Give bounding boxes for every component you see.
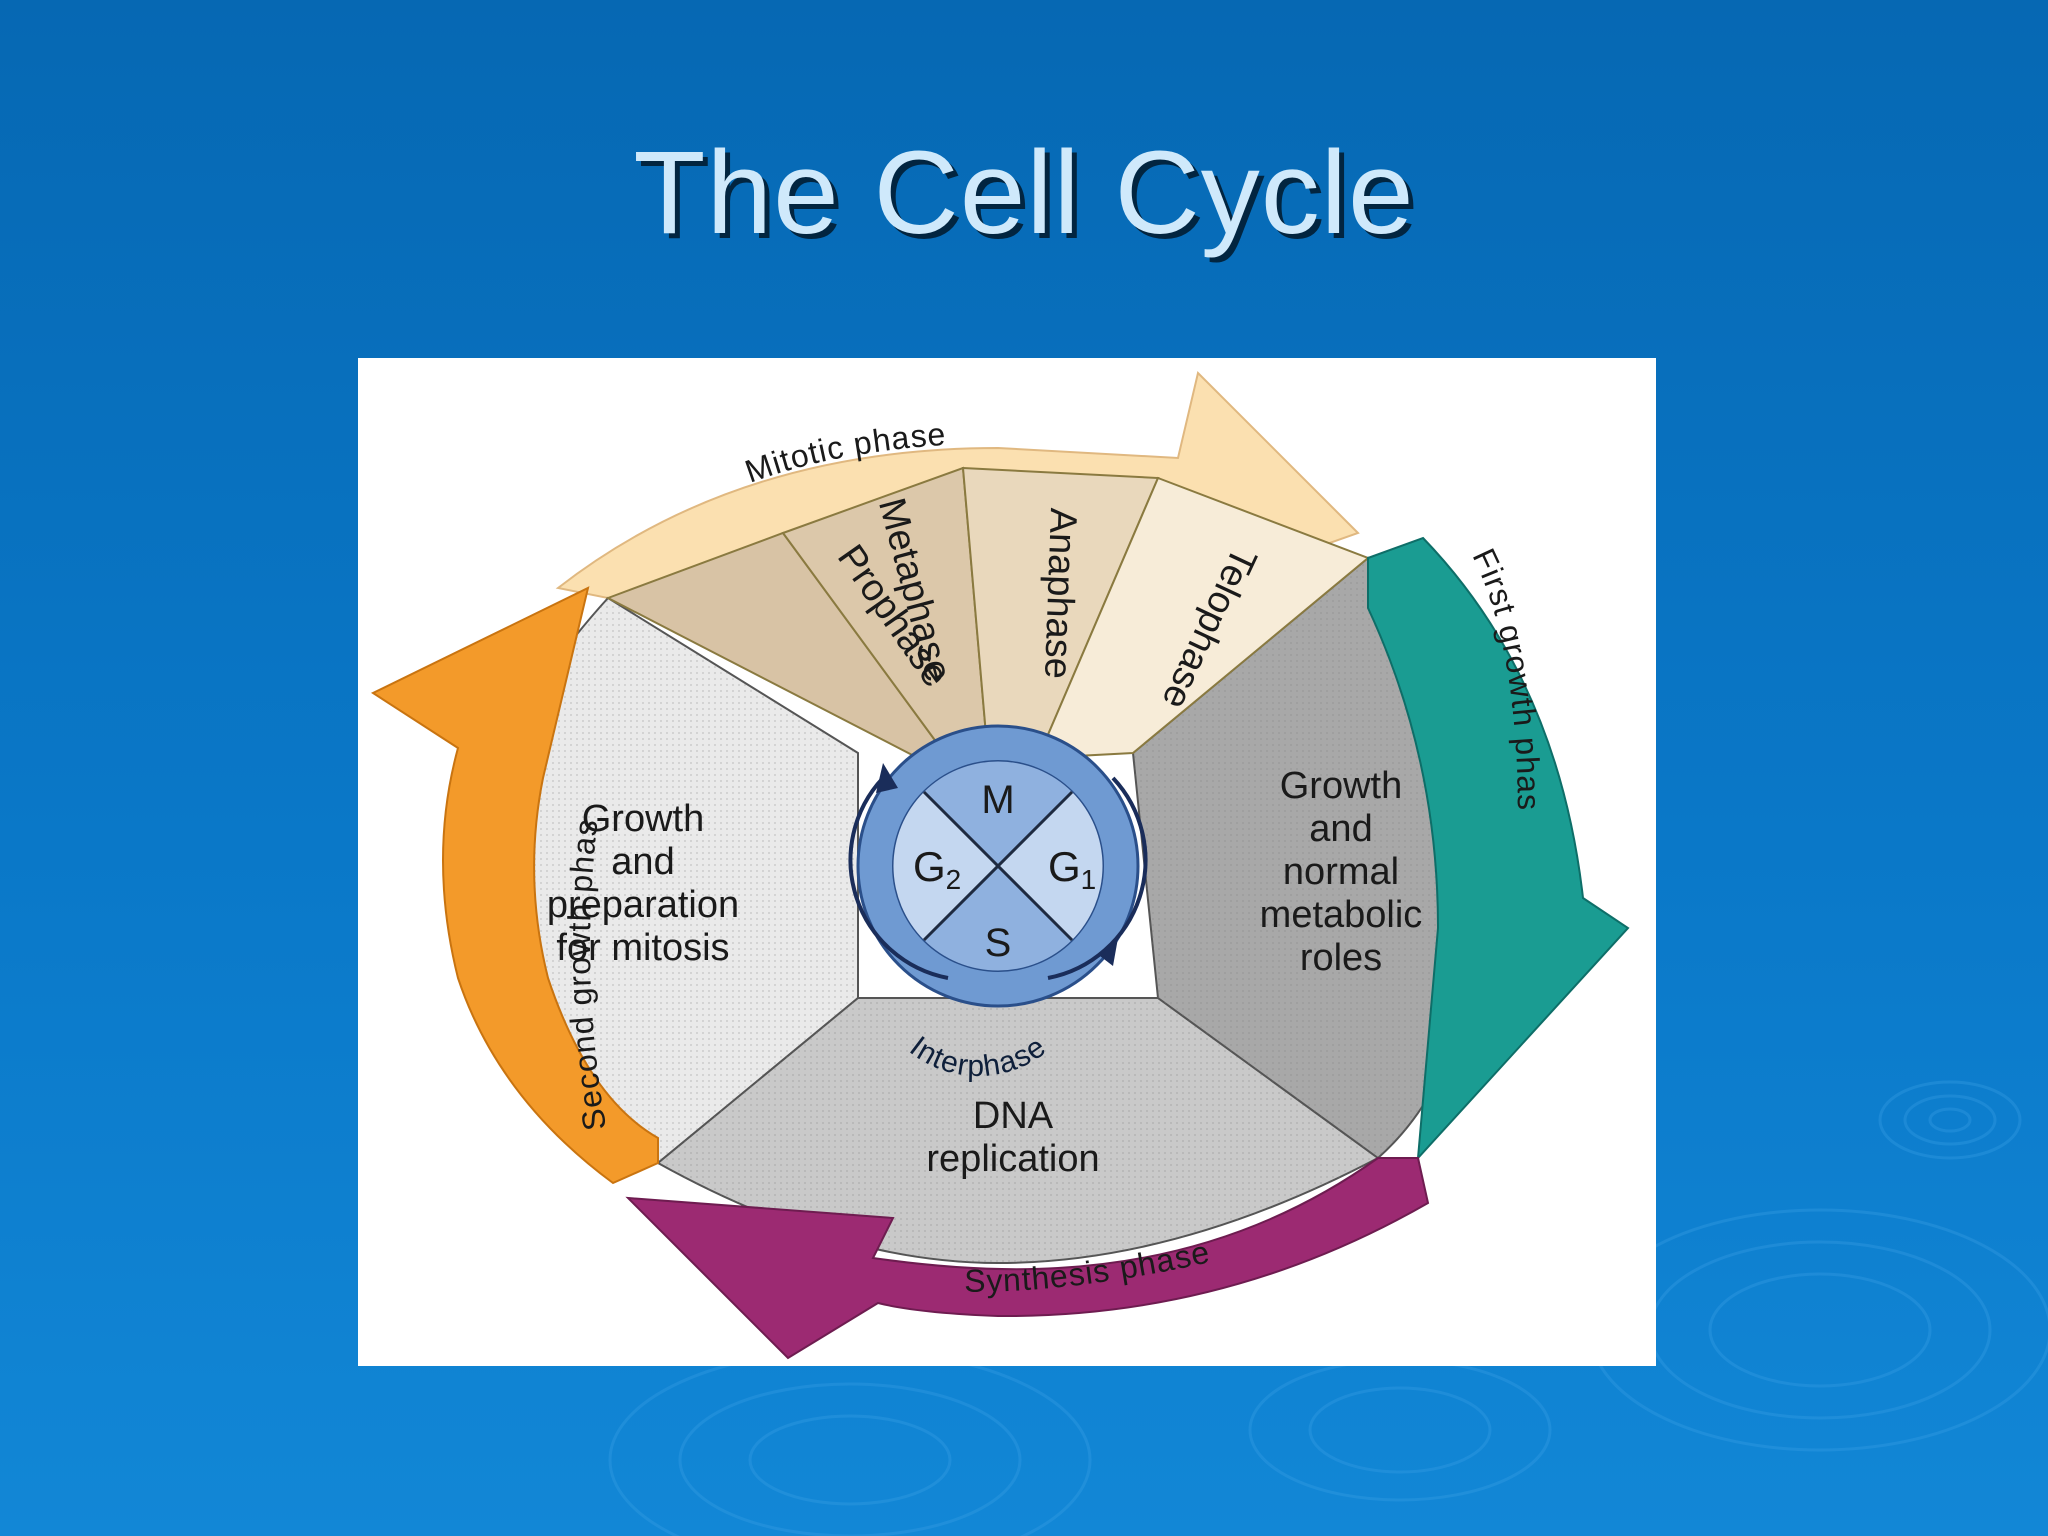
m-quadrant <box>924 761 1072 866</box>
anaphase-label: Anaphase <box>1036 507 1084 680</box>
g2-label: G2 <box>913 843 961 895</box>
g1-desc-line: roles <box>1300 937 1382 979</box>
g2-subscript: 2 <box>946 864 962 895</box>
m-label: M <box>981 778 1014 822</box>
s-region-dots <box>658 998 1378 1263</box>
g1-region-dots <box>1133 558 1478 1158</box>
g1-desc-line: and <box>1309 808 1372 850</box>
s-description: DNA replication <box>926 1095 1099 1180</box>
g1-letter: G <box>1048 843 1081 890</box>
g1-subscript: 1 <box>1081 864 1097 895</box>
arrowhead <box>1100 938 1118 966</box>
first-growth-arrow <box>1367 536 1630 1161</box>
g1-desc-line: Growth <box>1280 765 1402 807</box>
g2-description: Growth and preparation for mitosis <box>547 798 739 969</box>
telophase-wedge <box>1036 476 1370 760</box>
cell-cycle-diagram: M G2 G1 S Interphase Prophase Metaphase … <box>358 358 1656 1366</box>
arrowhead <box>876 763 898 793</box>
interphase-cycle-arrow <box>848 776 949 980</box>
g1-label: G1 <box>1048 843 1096 895</box>
g2-quadrant <box>893 792 998 940</box>
s-label: S <box>985 921 1012 965</box>
g2-letter: G <box>913 843 946 890</box>
g1-desc-line: metabolic <box>1260 894 1423 936</box>
slide-title: The Cell Cycle <box>633 127 1415 259</box>
g2-region-dots <box>476 598 858 1163</box>
g1-desc-line: normal <box>1283 851 1399 893</box>
s-desc-line: DNA <box>973 1095 1054 1137</box>
g2-desc-line: Growth <box>582 798 704 840</box>
g2-desc-line: and <box>611 841 674 883</box>
s-quadrant <box>924 866 1072 971</box>
g1-description: Growth and normal metabolic roles <box>1260 765 1423 979</box>
g1-quadrant <box>998 792 1103 940</box>
s-desc-line: replication <box>926 1138 1099 1180</box>
interphase-cycle-arrow <box>1047 776 1148 980</box>
synthesis-phase-arrow <box>625 1157 1430 1360</box>
quadrant-divider <box>922 790 1074 942</box>
second-growth-arrow <box>370 586 659 1185</box>
g2-desc-line: for mitosis <box>556 927 729 969</box>
g2-desc-line: preparation <box>547 884 739 926</box>
